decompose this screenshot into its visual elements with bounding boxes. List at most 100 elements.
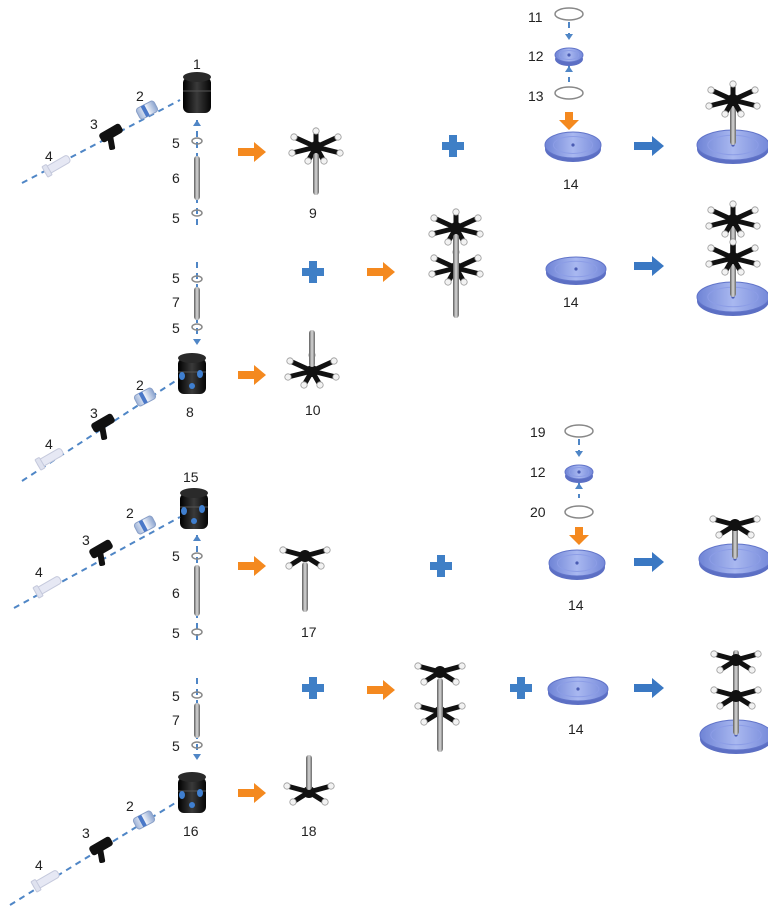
label-5: 5 [172, 320, 180, 336]
hub-cap-icon-bi [178, 772, 206, 813]
label-16: 16 [183, 823, 199, 839]
label-2: 2 [126, 505, 134, 521]
blue-arrow-icon [634, 678, 664, 698]
o-ring-icon [191, 691, 203, 699]
label-5: 5 [172, 625, 180, 641]
o-ring-20-icon [564, 505, 594, 519]
arrowhead-icon [575, 483, 583, 489]
star-rack-icon [709, 515, 761, 539]
rod-icon [194, 565, 200, 616]
arrowhead-icon [565, 66, 573, 72]
label-2: 2 [126, 798, 134, 814]
star-rack-icon [710, 686, 762, 710]
arrowhead-icon [565, 34, 573, 40]
label-5: 5 [172, 135, 180, 151]
o-ring-icon [191, 628, 203, 636]
label-2: 2 [136, 88, 144, 104]
label-9: 9 [309, 205, 317, 221]
label-4: 4 [35, 564, 43, 580]
star-rack-icon [710, 650, 762, 674]
disk-12-icon [554, 47, 584, 66]
label-15: 15 [183, 469, 199, 485]
syringe-tip-icon [30, 870, 60, 893]
o-ring-icon [191, 323, 203, 331]
plus-icon [510, 677, 532, 699]
label-14: 14 [563, 294, 579, 310]
arrowhead-icon [193, 754, 201, 760]
label-12: 12 [530, 464, 546, 480]
hub-cap-icon-bi [178, 353, 206, 394]
label-17: 17 [301, 624, 317, 640]
disk-14-icon [544, 131, 602, 162]
label-5: 5 [172, 210, 180, 226]
disk-14-icon [545, 256, 607, 285]
blue-arrow-icon [634, 552, 664, 572]
hub-cap-icon [183, 72, 211, 113]
label-11: 11 [528, 9, 543, 25]
y-connector-icon [89, 836, 113, 863]
star-rack-icon [284, 351, 340, 389]
star-rack-icon [705, 238, 761, 276]
syringe-tip-icon [41, 155, 71, 178]
label-8: 8 [186, 404, 194, 420]
rod-icon [306, 755, 312, 790]
o-ring-13-icon [554, 86, 584, 100]
label-4: 4 [45, 436, 53, 452]
blue-arrow-icon [634, 256, 664, 276]
adapter-icon [132, 810, 156, 830]
syringe-tip-icon [32, 576, 62, 599]
orange-arrow-icon [238, 142, 266, 162]
label-2: 2 [136, 377, 144, 393]
label-5: 5 [172, 688, 180, 704]
star-rack-icon [705, 80, 761, 118]
arrowhead-icon [193, 339, 201, 345]
label-14: 14 [563, 176, 579, 192]
label-3: 3 [90, 116, 98, 132]
orange-arrow-icon [367, 262, 395, 282]
base-disk-icon [696, 129, 768, 164]
plus-icon [430, 555, 452, 577]
blue-arrow-icon [634, 136, 664, 156]
orange-arrow-icon [367, 680, 395, 700]
label-5: 5 [172, 270, 180, 286]
label-4: 4 [45, 148, 53, 164]
label-6: 6 [172, 585, 180, 601]
label-12: 12 [528, 48, 544, 64]
star-rack-icon [279, 546, 331, 570]
y-connector-icon [99, 123, 123, 150]
label-3: 3 [82, 825, 90, 841]
label-3: 3 [90, 405, 98, 421]
o-ring-11-icon [554, 7, 584, 21]
star-rack-icon [705, 200, 761, 238]
orange-down-arrow-icon [559, 112, 579, 130]
disk-14-icon [548, 549, 606, 580]
arrowhead-icon [575, 451, 583, 457]
rod-icon [732, 525, 738, 559]
orange-down-arrow-icon [569, 527, 589, 545]
o-ring-icon [191, 275, 203, 283]
label-3: 3 [82, 532, 90, 548]
label-14: 14 [568, 721, 584, 737]
star-rack-icon [414, 662, 466, 686]
o-ring-icon [191, 552, 203, 560]
star-rack-icon [283, 782, 335, 806]
syringe-tip-icon [34, 448, 64, 471]
arrowhead-icon [193, 120, 201, 126]
adapter-icon [133, 515, 157, 535]
base-disk-icon [699, 719, 768, 754]
plus-icon [442, 135, 464, 157]
dashed-guide-line [13, 516, 181, 609]
orange-arrow-icon [238, 556, 266, 576]
rod-icon [194, 156, 200, 200]
plus-icon [302, 261, 324, 283]
label-7: 7 [172, 712, 180, 728]
orange-arrow-icon [238, 783, 266, 803]
rod-icon [453, 234, 459, 318]
plus-icon [302, 677, 324, 699]
label-7: 7 [172, 294, 180, 310]
label-19: 19 [530, 424, 546, 440]
label-10: 10 [305, 402, 321, 418]
rod-icon [302, 562, 308, 612]
y-connector-icon [89, 539, 113, 566]
